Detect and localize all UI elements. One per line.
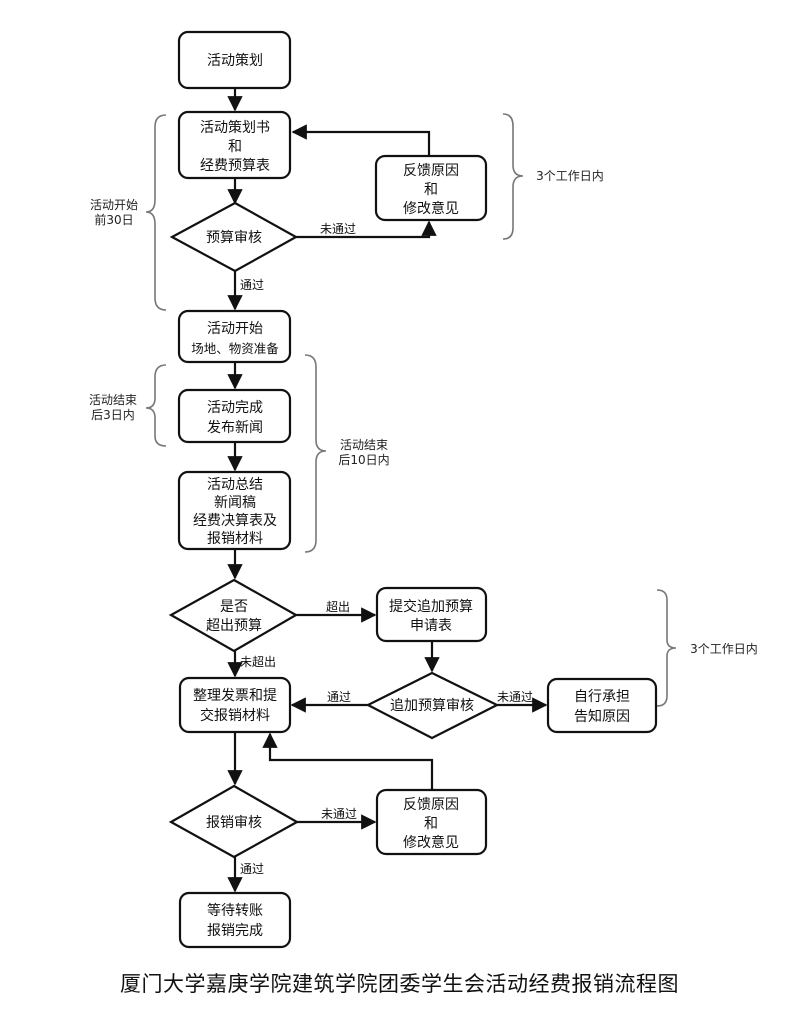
label-over: 超出 <box>326 599 350 614</box>
label-budget-fail: 未通过 <box>320 222 356 236</box>
label-budget-pass: 通过 <box>240 278 264 292</box>
node-self-bear-line1: 自行承担 <box>574 689 630 705</box>
node-complete-line1: 活动完成 <box>207 400 263 416</box>
node-feedback1-line1: 反馈原因 <box>403 163 459 179</box>
note-before-start-line2: 前30日 <box>94 212 133 227</box>
edge-review-feedback1 <box>296 220 437 239</box>
node-over-budget <box>168 578 299 653</box>
node-complete-line2: 发布新闻 <box>207 420 263 436</box>
node-over-budget-line2: 超出预算 <box>206 618 262 634</box>
node-proposal <box>177 110 292 180</box>
diagram-title: 厦门大学嘉庚学院建筑学院团委学生会活动经费报销流程图 <box>120 972 679 996</box>
node-invoices <box>178 676 292 734</box>
node-feedback1 <box>374 154 488 222</box>
edge-feedback1-proposal <box>291 124 431 156</box>
node-invoices-line2: 交报销材料 <box>200 707 270 724</box>
brace-three-days-1 <box>502 113 524 240</box>
node-summary-line4: 报销材料 <box>207 531 263 547</box>
label-extra-fail: 未通过 <box>497 690 533 704</box>
label-reimb-fail: 未通过 <box>321 807 357 821</box>
note-after-end-10-line2: 后10日内 <box>338 453 389 467</box>
node-reimb-review-text: 报销审核 <box>206 815 262 831</box>
node-proposal-line1: 活动策划书 <box>200 119 270 136</box>
node-summary <box>177 470 292 551</box>
node-start-line1: 活动开始 <box>207 321 263 337</box>
node-feedback2 <box>375 788 488 856</box>
node-budget-review-text: 预算审核 <box>206 230 262 246</box>
node-summary-line2: 新闻稿 <box>214 495 256 511</box>
node-reimb-review <box>168 784 300 859</box>
edge-feedback2-invoices <box>262 732 434 790</box>
label-not-over: 未超出 <box>240 654 276 669</box>
note-after-end-10-line1: 活动结束 <box>340 438 388 452</box>
node-feedback2-line1: 反馈原因 <box>403 797 459 813</box>
node-final-line1: 等待转账 <box>207 902 263 919</box>
node-invoices-line1: 整理发票和提 <box>193 688 277 704</box>
node-feedback2-line3: 修改意见 <box>403 834 459 851</box>
node-proposal-line2: 和 <box>228 139 242 155</box>
node-final-line2: 报销完成 <box>207 923 263 939</box>
node-proposal-line3: 经费预算表 <box>200 158 270 174</box>
brace-after-end-10 <box>304 354 327 553</box>
node-extra-review <box>365 671 500 740</box>
note-three-days-2: 3个工作日内 <box>690 642 758 656</box>
note-after-end-3-line2: 后3日内 <box>91 408 135 422</box>
node-submit-extra-line1: 提交追加预算 <box>389 598 473 615</box>
node-feedback1-line3: 修改意见 <box>403 200 459 217</box>
node-feedback1-line2: 和 <box>424 182 438 198</box>
node-self-bear <box>546 677 658 734</box>
node-over-budget-line1: 是否 <box>220 599 248 615</box>
node-summary-line1: 活动总结 <box>207 477 263 493</box>
note-before-start-line1: 活动开始 <box>90 198 138 212</box>
label-reimb-pass: 通过 <box>240 862 264 876</box>
note-after-end-3-line1: 活动结束 <box>89 393 137 407</box>
node-submit-extra-line2: 申请表 <box>410 618 452 634</box>
node-start-line2: 场地、物资准备 <box>191 341 279 356</box>
node-start <box>177 309 292 364</box>
node-final <box>178 891 292 949</box>
node-budget-review <box>169 201 299 273</box>
node-extra-review-text: 追加预算审核 <box>390 698 474 714</box>
node-complete <box>177 388 292 444</box>
label-extra-pass: 通过 <box>327 690 351 704</box>
brace-three-days-2 <box>656 589 677 707</box>
brace-after-end-3 <box>145 364 167 447</box>
note-three-days-1: 3个工作日内 <box>536 169 604 183</box>
node-plan <box>177 30 292 90</box>
node-plan-text: 活动策划 <box>207 52 263 69</box>
brace-before-start <box>145 114 167 311</box>
node-summary-line3: 经费决算表及 <box>193 513 277 529</box>
node-submit-extra <box>375 586 488 643</box>
node-feedback2-line2: 和 <box>424 816 438 832</box>
node-self-bear-line2: 告知原因 <box>574 708 630 725</box>
